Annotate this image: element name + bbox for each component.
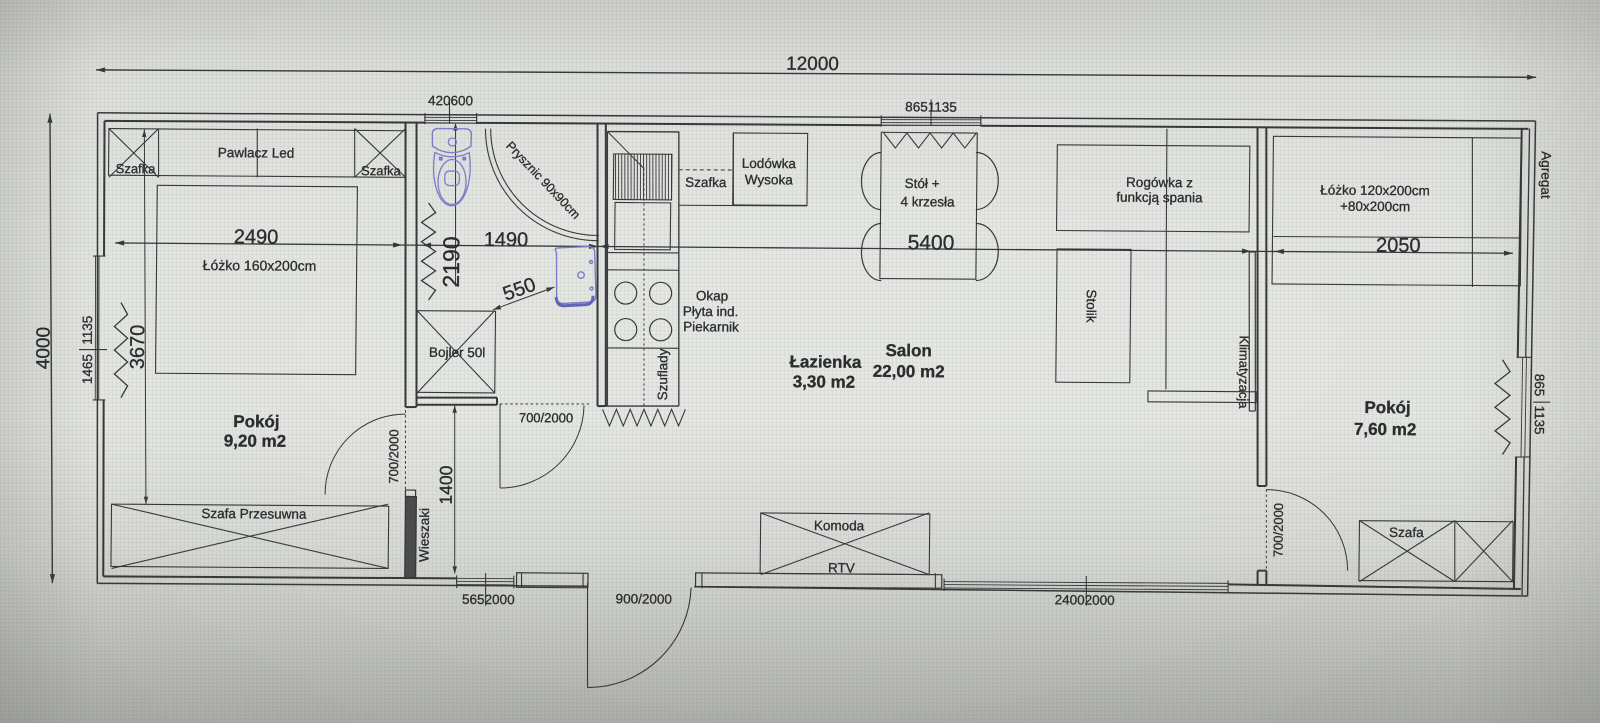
- svg-text:RTV: RTV: [828, 560, 855, 575]
- svg-text:24002000: 24002000: [1055, 592, 1115, 607]
- svg-text:700/2000: 700/2000: [1271, 503, 1287, 557]
- svg-text:Klimatyzacja: Klimatyzacja: [1236, 335, 1252, 409]
- svg-text:420600: 420600: [428, 93, 473, 108]
- svg-text:Szafka: Szafka: [361, 163, 402, 178]
- svg-text:Komoda: Komoda: [814, 518, 865, 533]
- svg-text:900/2000: 900/2000: [616, 591, 672, 606]
- svg-text:1490: 1490: [484, 229, 529, 251]
- svg-text:Lodówka: Lodówka: [742, 156, 797, 171]
- svg-text:1135: 1135: [1532, 405, 1547, 434]
- svg-text:Wieszaki: Wieszaki: [417, 508, 433, 562]
- svg-text:Agregat: Agregat: [1538, 151, 1553, 199]
- svg-text:1465: 1465: [80, 354, 95, 384]
- svg-text:2490: 2490: [234, 226, 279, 248]
- svg-text:5400: 5400: [908, 231, 955, 254]
- svg-text:Prysznic 90x90cm: Prysznic 90x90cm: [503, 139, 583, 222]
- svg-text:Szafka: Szafka: [685, 175, 727, 190]
- svg-text:1135: 1135: [80, 316, 95, 345]
- svg-text:9,20 m2: 9,20 m2: [224, 431, 287, 450]
- svg-text:funkcją spania: funkcją spania: [1116, 190, 1203, 206]
- svg-text:Szafa: Szafa: [1389, 525, 1424, 540]
- svg-text:865: 865: [1532, 374, 1547, 397]
- svg-text:2190: 2190: [438, 236, 464, 287]
- svg-text:Piekarnik: Piekarnik: [683, 319, 739, 334]
- svg-text:5652000: 5652000: [462, 592, 515, 607]
- svg-text:Łóżko 160x200cm: Łóżko 160x200cm: [203, 257, 317, 274]
- svg-text:700/2000: 700/2000: [386, 429, 402, 483]
- svg-text:3,30 m2: 3,30 m2: [793, 372, 856, 391]
- svg-text:Stół +: Stół +: [905, 176, 940, 191]
- svg-text:+80x200cm: +80x200cm: [1340, 199, 1410, 215]
- svg-text:Pokój: Pokój: [233, 412, 279, 431]
- svg-text:22,00 m2: 22,00 m2: [873, 362, 945, 382]
- svg-text:Szafa Przesuwna: Szafa Przesuwna: [201, 506, 307, 522]
- svg-text:1400: 1400: [436, 465, 456, 504]
- svg-text:Salon: Salon: [885, 341, 931, 360]
- svg-text:Stolik: Stolik: [1084, 289, 1099, 322]
- svg-text:3670: 3670: [127, 325, 149, 370]
- svg-text:Okap: Okap: [696, 288, 728, 303]
- svg-text:Wysoka: Wysoka: [745, 172, 794, 187]
- svg-text:12000: 12000: [786, 54, 839, 75]
- svg-text:Szafka: Szafka: [116, 161, 157, 176]
- svg-text:8651135: 8651135: [905, 99, 957, 114]
- svg-text:4 krzesła: 4 krzesła: [900, 194, 955, 209]
- svg-text:700/2000: 700/2000: [519, 410, 573, 425]
- svg-text:7,60 m2: 7,60 m2: [1354, 420, 1417, 439]
- svg-text:Szuflady: Szuflady: [655, 348, 670, 400]
- svg-text:Łóżko 120x200cm: Łóżko 120x200cm: [1320, 183, 1430, 199]
- svg-text:Płyta ind.: Płyta ind.: [683, 304, 739, 319]
- svg-text:4000: 4000: [33, 327, 54, 369]
- svg-text:Rogówka z: Rogówka z: [1126, 175, 1193, 190]
- svg-text:550: 550: [500, 274, 539, 306]
- svg-text:Bojler 50l: Bojler 50l: [429, 345, 485, 360]
- svg-text:Łazienka: Łazienka: [789, 352, 862, 372]
- svg-text:Pawlacz Led: Pawlacz Led: [218, 145, 295, 161]
- svg-text:2050: 2050: [1376, 235, 1421, 257]
- svg-text:Pokój: Pokój: [1364, 398, 1410, 417]
